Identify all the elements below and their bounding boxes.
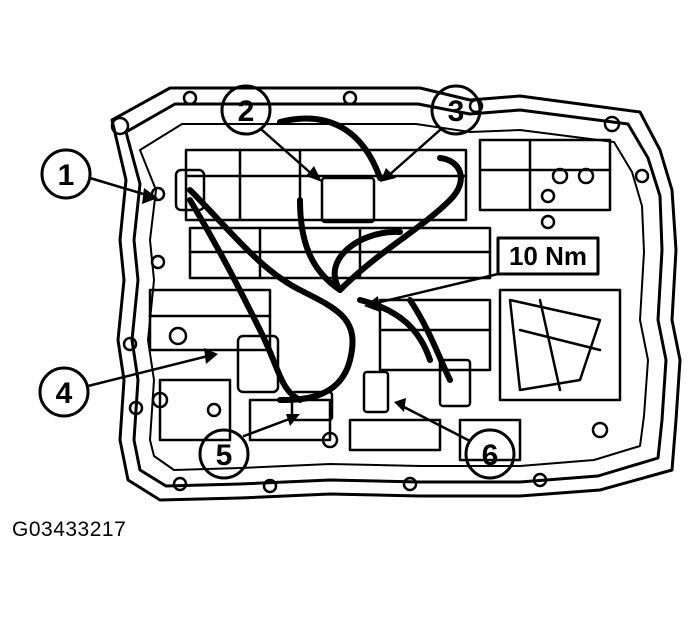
leader-lines <box>86 128 500 442</box>
wiring-harness <box>187 115 464 403</box>
callout-4-circle <box>38 366 90 418</box>
callout-3-circle <box>430 84 482 136</box>
callout-2-label: 2 <box>238 95 255 128</box>
callout-4-label: 4 <box>56 377 73 410</box>
solenoids <box>174 168 472 422</box>
callout-6-label: 6 <box>482 439 499 472</box>
callout-3-label: 3 <box>448 95 465 128</box>
callout-5-circle <box>198 428 250 480</box>
callout-circles <box>38 84 516 480</box>
callout-1-circle <box>40 148 92 200</box>
torque-label-box <box>496 236 600 276</box>
gasket-bolt-holes <box>110 90 650 494</box>
valve-body-channels <box>148 138 622 462</box>
callout-5-label: 5 <box>216 439 233 472</box>
callout-6-circle <box>464 428 516 480</box>
figure-id: G03433217 <box>12 518 127 541</box>
callout-1-label: 1 <box>58 159 75 192</box>
housing-outline <box>110 86 682 502</box>
torque-label: 10 Nm <box>509 241 587 271</box>
leader-arrowheads <box>142 166 406 426</box>
callout-2-circle <box>220 84 272 136</box>
